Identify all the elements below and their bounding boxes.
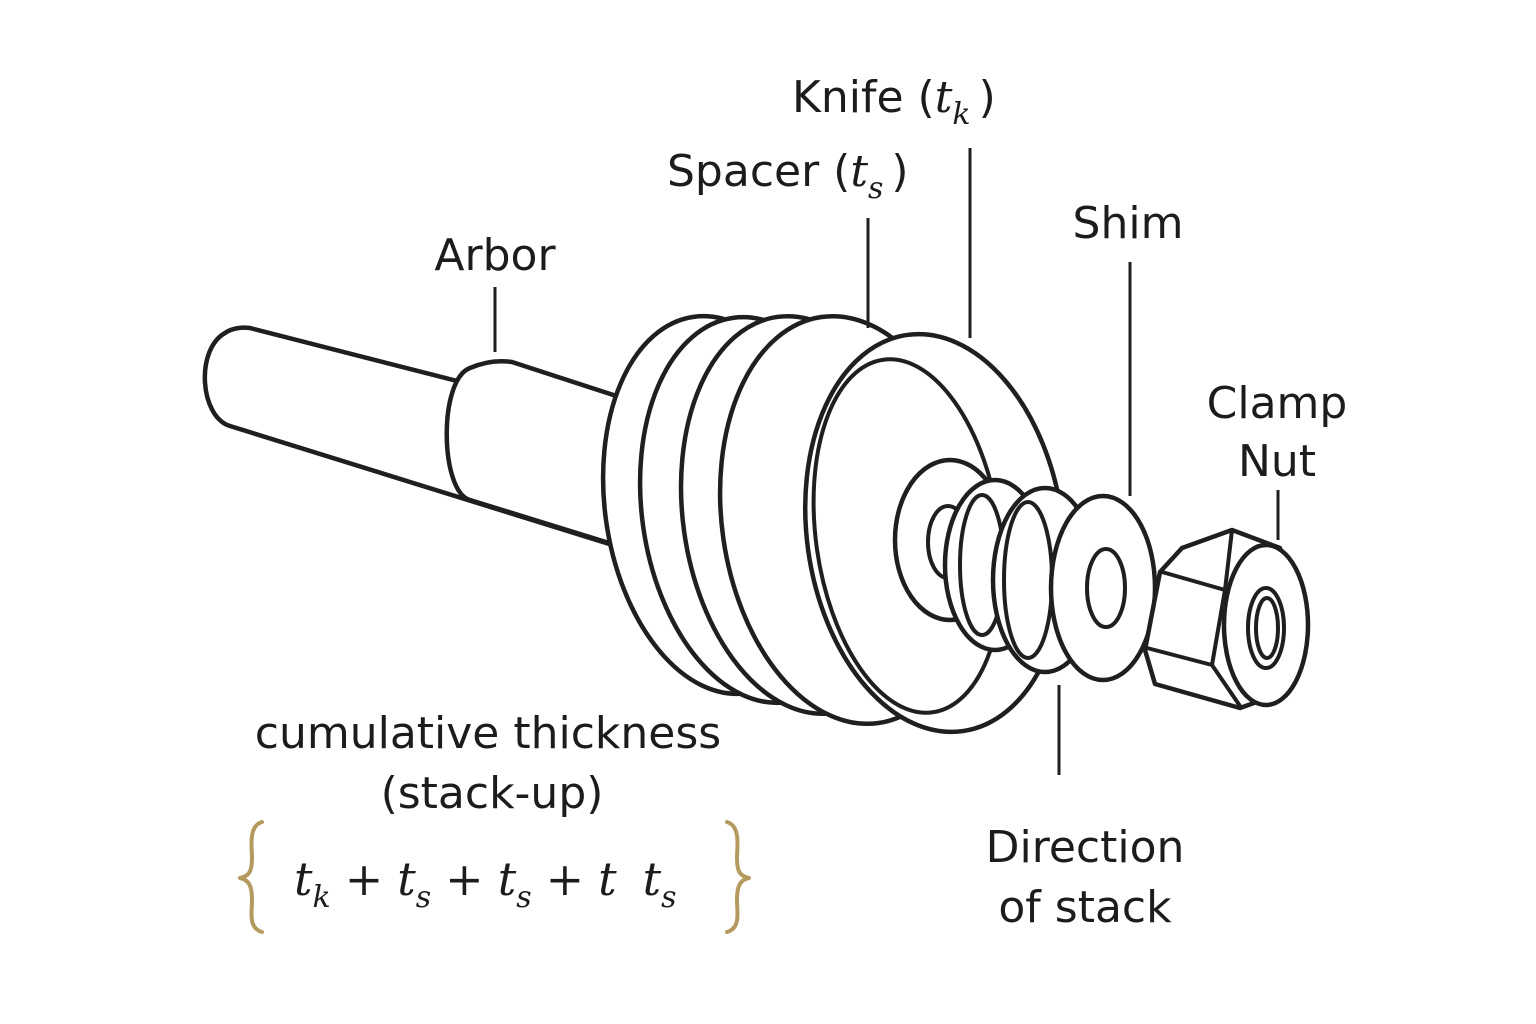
- clamp-nut: [1142, 527, 1311, 711]
- knife-label: Knife (tk): [792, 72, 996, 132]
- cumulative-label-line2: (stack-up): [381, 768, 604, 819]
- clamp-nut-face: [1221, 542, 1311, 708]
- clamp-nut-label-line2: Nut: [1238, 436, 1316, 487]
- shim-hole: [1085, 547, 1127, 629]
- cumulative-label-line1: cumulative thickness: [255, 708, 721, 759]
- direction-label-line1: Direction: [986, 822, 1185, 873]
- clamp-nut-bore: [1246, 586, 1286, 670]
- arbor-label: Arbor: [434, 230, 556, 281]
- direction-label-line2: of stack: [998, 882, 1172, 933]
- clamp-nut-label-line1: Clamp: [1207, 378, 1348, 429]
- shim: [1048, 493, 1158, 683]
- right-brace: [725, 820, 751, 934]
- left-brace: [238, 820, 264, 934]
- spacer-label: Spacer (ts): [667, 146, 909, 206]
- shim-label: Shim: [1073, 198, 1184, 249]
